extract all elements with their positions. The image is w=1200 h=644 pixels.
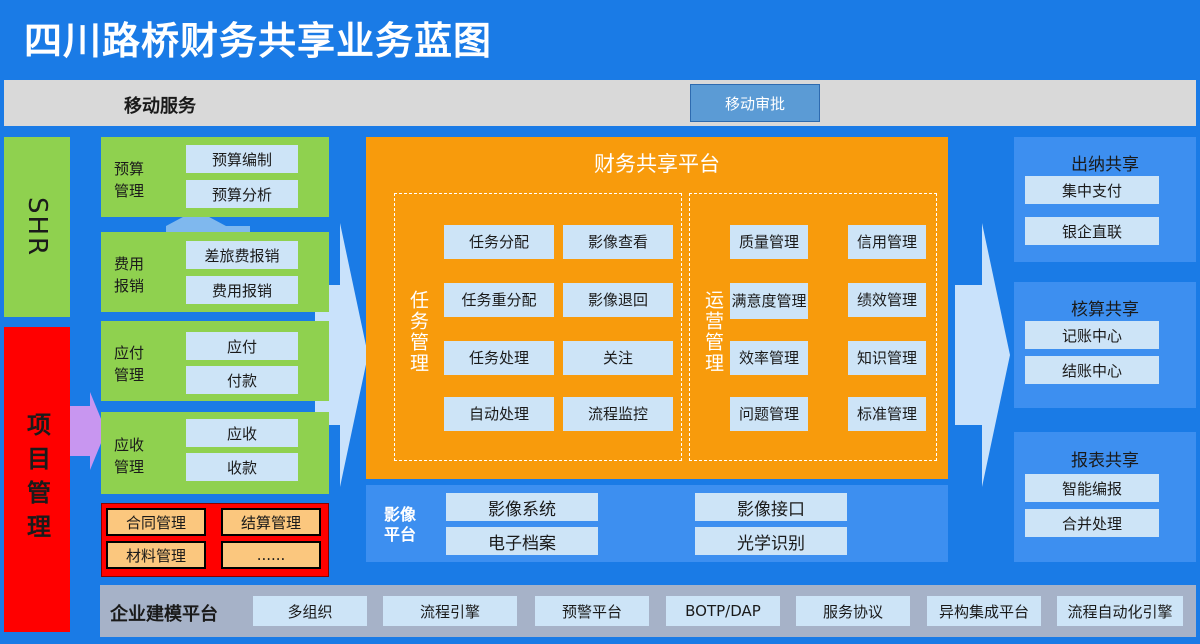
ops-item-button[interactable]: 信用管理 — [848, 225, 926, 259]
task-item-button[interactable]: 任务分配 — [444, 225, 554, 259]
multi-org-button[interactable]: 多组织 — [253, 596, 367, 626]
accounting-sharing-title: 核算共享 — [1071, 300, 1139, 320]
expense-item-button[interactable]: 差旅费报销 — [186, 241, 298, 269]
page-title: 四川路桥财务共享业务蓝图 — [24, 19, 493, 63]
receivable-item-button[interactable]: 应收 — [186, 419, 298, 447]
ops-item-button[interactable]: 标准管理 — [848, 397, 926, 431]
ops-item-button[interactable]: 满意度管理 — [730, 283, 808, 319]
task-item-button[interactable]: 影像退回 — [563, 283, 673, 317]
task-item-button[interactable]: 任务处理 — [444, 341, 554, 375]
ops-item-button[interactable]: 绩效管理 — [848, 283, 926, 317]
contract-management-button[interactable]: 合同管理 — [106, 508, 206, 536]
cashier-item-button[interactable]: 集中支付 — [1025, 176, 1159, 204]
report-item-button[interactable]: 智能编报 — [1025, 474, 1159, 502]
receivable-module-label: 应收管理 — [114, 436, 145, 476]
project-management-label: 项目管理 — [22, 411, 51, 548]
image-interface-button[interactable]: 影像接口 — [695, 493, 847, 521]
settlement-management-button[interactable]: 结算管理 — [221, 508, 321, 536]
task-management-label: 任务管理 — [407, 290, 429, 374]
task-management-group — [394, 193, 682, 461]
shr-label: SHR — [22, 196, 52, 258]
payable-item-button[interactable]: 应付 — [186, 332, 298, 360]
payable-item-button[interactable]: 付款 — [186, 366, 298, 394]
task-item-button[interactable]: 自动处理 — [444, 397, 554, 431]
image-system-button[interactable]: 影像系统 — [446, 493, 598, 521]
task-item-button[interactable]: 任务重分配 — [444, 283, 554, 317]
mobile-approval-button[interactable]: 移动审批 — [690, 84, 820, 122]
project-management-block: 项目管理 — [4, 327, 70, 632]
finance-platform-title: 财务共享平台 — [594, 152, 720, 176]
budget-item-button[interactable]: 预算分析 — [186, 180, 298, 208]
expense-module-label: 费用报销 — [114, 255, 145, 295]
ocr-button[interactable]: 光学识别 — [695, 527, 847, 555]
service-agreement-button[interactable]: 服务协议 — [796, 596, 910, 626]
shr-block: SHR — [4, 137, 70, 317]
report-sharing-title: 报表共享 — [1071, 451, 1139, 471]
ops-management-label: 运营管理 — [702, 290, 724, 374]
mobile-service-bar — [4, 80, 1196, 126]
payable-module-label: 应付管理 — [114, 344, 145, 384]
modeling-platform-label: 企业建模平台 — [110, 604, 218, 625]
cashier-sharing-title: 出纳共享 — [1071, 155, 1139, 175]
task-item-button[interactable]: 关注 — [563, 341, 673, 375]
alert-platform-button[interactable]: 预警平台 — [535, 596, 649, 626]
more-button[interactable]: ...... — [221, 541, 321, 569]
accounting-item-button[interactable]: 结账中心 — [1025, 356, 1159, 384]
receivable-item-button[interactable]: 收款 — [186, 453, 298, 481]
platform-to-right-arrow — [955, 223, 1010, 487]
accounting-item-button[interactable]: 记账中心 — [1025, 321, 1159, 349]
cashier-item-button[interactable]: 银企直联 — [1025, 217, 1159, 245]
purple-arrow — [70, 392, 106, 470]
rpa-engine-button[interactable]: 流程自动化引擎 — [1057, 596, 1183, 626]
ops-item-button[interactable]: 问题管理 — [730, 397, 808, 431]
ops-management-group — [689, 193, 937, 461]
ops-item-button[interactable]: 效率管理 — [730, 341, 808, 375]
budget-item-button[interactable]: 预算编制 — [186, 145, 298, 173]
task-item-button[interactable]: 流程监控 — [563, 397, 673, 431]
image-platform-label: 影像平台 — [384, 505, 417, 544]
expense-item-button[interactable]: 费用报销 — [186, 276, 298, 304]
botp-dap-button[interactable]: BOTP/DAP — [666, 596, 780, 626]
task-item-button[interactable]: 影像查看 — [563, 225, 673, 259]
material-management-button[interactable]: 材料管理 — [106, 541, 206, 569]
report-item-button[interactable]: 合并处理 — [1025, 509, 1159, 537]
integration-platform-button[interactable]: 异构集成平台 — [927, 596, 1041, 626]
ops-item-button[interactable]: 质量管理 — [730, 225, 808, 259]
workflow-engine-button[interactable]: 流程引擎 — [383, 596, 517, 626]
budget-module-label: 预算管理 — [114, 160, 145, 200]
mobile-service-label: 移动服务 — [124, 96, 196, 117]
ops-item-button[interactable]: 知识管理 — [848, 341, 926, 375]
electronic-archive-button[interactable]: 电子档案 — [446, 527, 598, 555]
